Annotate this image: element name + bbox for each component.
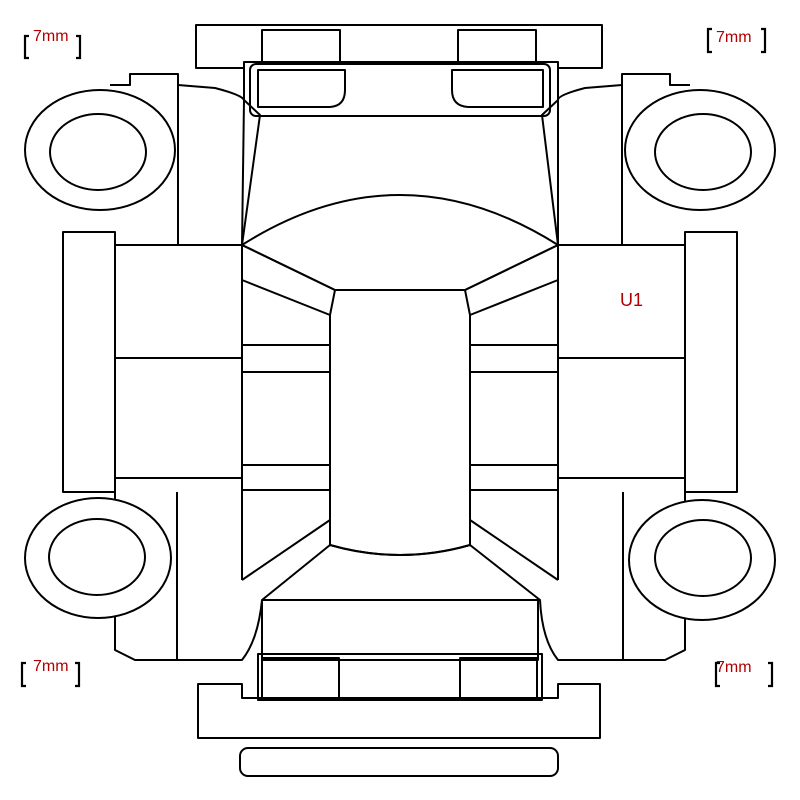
hood[interactable] <box>241 63 559 246</box>
trunk[interactable] <box>257 600 543 701</box>
left-body-pillars <box>241 244 336 581</box>
license-plate[interactable] <box>239 747 559 777</box>
left-side-body[interactable] <box>62 231 242 493</box>
tire-label-rear-left: 7mm <box>20 658 81 688</box>
rear-right-wheel[interactable] <box>628 499 776 621</box>
windshield[interactable] <box>241 194 559 291</box>
rear-window[interactable] <box>261 544 541 601</box>
tire-tread-rear-left: 7mm <box>33 658 69 675</box>
front-right-wheel[interactable] <box>624 89 776 211</box>
front-left-wheel[interactable] <box>24 89 176 211</box>
right-body-pillars <box>464 244 559 581</box>
front-right-fender[interactable] <box>557 73 690 246</box>
tire-tread-front-left: 7mm <box>33 28 69 45</box>
tire-tread-front-right: 7mm <box>716 29 752 46</box>
right-side-body[interactable] <box>558 231 738 493</box>
damage-mark-u1[interactable]: U1 <box>620 290 643 310</box>
rear-bumper[interactable] <box>197 683 601 739</box>
rear-left-wheel[interactable] <box>24 497 172 619</box>
rear-left-quarter[interactable] <box>114 492 263 661</box>
tire-label-front-left: 7mm <box>23 28 82 60</box>
tire-label-front-right: 7mm <box>706 27 767 54</box>
rear-right-quarter[interactable] <box>539 492 686 661</box>
tire-label-rear-right: 7mm <box>714 659 774 688</box>
front-bumper[interactable] <box>195 24 603 69</box>
roof[interactable] <box>329 289 471 556</box>
tire-tread-rear-right: 7mm <box>716 659 752 676</box>
front-left-fender[interactable] <box>110 73 245 246</box>
